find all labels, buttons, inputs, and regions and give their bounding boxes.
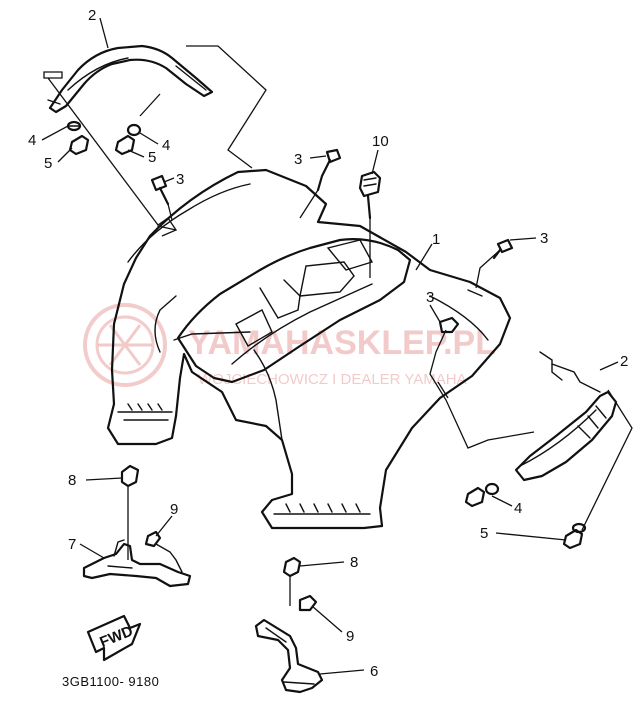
callout-7: 7 <box>68 536 76 553</box>
assembly-line <box>186 45 267 169</box>
callout-4-mid: 4 <box>162 137 170 154</box>
assembly-line <box>139 93 161 117</box>
collar-part-8-bottom <box>282 556 302 578</box>
callout-leader <box>127 149 145 158</box>
watermark: YAMAHASKLEP.PL WOJCIECHOWICZ I DEALER YA… <box>83 303 496 388</box>
callout-5-right: 5 <box>480 525 488 542</box>
watermark-logo-icon <box>83 303 167 387</box>
bolt-part-3-right-top <box>492 238 514 260</box>
callout-leader <box>371 149 379 175</box>
nut-part-4-mid <box>126 123 142 137</box>
callout-3-top: 3 <box>294 151 302 168</box>
bracket-part-7 <box>82 539 192 588</box>
assembly-line <box>475 249 501 289</box>
bolt-part-9-left <box>144 530 183 573</box>
rear-fender-part-1 <box>106 168 512 530</box>
callout-4-left: 4 <box>28 132 36 149</box>
callout-4-right: 4 <box>514 500 522 517</box>
watermark-text: YAMAHASKLEP.PL <box>188 324 496 362</box>
bolt-part-3-left <box>150 174 173 221</box>
collar-part-5-right <box>464 486 584 550</box>
callout-3-left: 3 <box>176 171 184 188</box>
callout-leader <box>311 605 343 633</box>
callout-leader <box>85 477 123 481</box>
fwd-label: FWD <box>97 623 135 652</box>
nut-part-4-left <box>66 120 82 132</box>
callout-5-left: 5 <box>44 155 52 172</box>
callout-8-left: 8 <box>68 472 76 489</box>
callout-leader <box>41 125 69 141</box>
callout-leader <box>429 304 441 323</box>
collar-part-5-mid <box>114 134 136 156</box>
fwd-arrow-icon: FWD <box>86 614 142 662</box>
grab-bar-right <box>514 351 618 482</box>
callout-5-mid: 5 <box>148 149 156 166</box>
callout-leader <box>155 515 173 537</box>
bolt-part-10 <box>358 170 382 278</box>
callout-leader <box>99 17 109 49</box>
bolt-part-3-right-mid <box>438 316 460 334</box>
watermark-subtext: WOJCIECHOWICZ I DEALER YAMAHA <box>198 371 467 388</box>
callout-leader <box>309 155 327 159</box>
assembly-line <box>437 381 449 399</box>
assembly-line <box>581 389 633 531</box>
grab-bar-left <box>47 44 214 114</box>
callout-9-bottom: 9 <box>346 628 354 645</box>
callout-leader <box>57 147 73 163</box>
callout-3-right-top: 3 <box>540 230 548 247</box>
callout-leader <box>79 543 105 559</box>
bracket-part-6 <box>254 618 324 694</box>
bolt-part-3 <box>299 148 342 219</box>
callout-3-right-mid: 3 <box>426 289 434 306</box>
callout-9-left: 9 <box>170 501 178 518</box>
callout-leader <box>319 669 365 675</box>
callout-leader <box>163 177 175 183</box>
callout-8-bottom: 8 <box>350 554 358 571</box>
callout-1: 1 <box>432 231 440 248</box>
bolt-part-9-bottom <box>298 594 318 612</box>
assembly-line <box>429 329 535 449</box>
collar-part-8-left <box>120 464 140 488</box>
diagram-reference-code: 3GB1100- 9180 <box>62 674 159 689</box>
assembly-line <box>43 71 177 237</box>
callout-leader <box>599 361 619 371</box>
nut-part-4-right <box>484 482 587 534</box>
callout-leader <box>139 132 159 145</box>
callout-2-right: 2 <box>620 353 628 370</box>
callout-2-top: 2 <box>88 7 96 24</box>
collar-part-5-left <box>68 134 90 156</box>
callout-leader <box>495 532 567 541</box>
callout-6: 6 <box>370 663 378 680</box>
callout-10: 10 <box>372 133 389 150</box>
callout-leader <box>491 495 513 507</box>
callout-leader <box>509 237 537 241</box>
callout-leader <box>415 243 433 271</box>
callout-leader <box>299 561 345 567</box>
